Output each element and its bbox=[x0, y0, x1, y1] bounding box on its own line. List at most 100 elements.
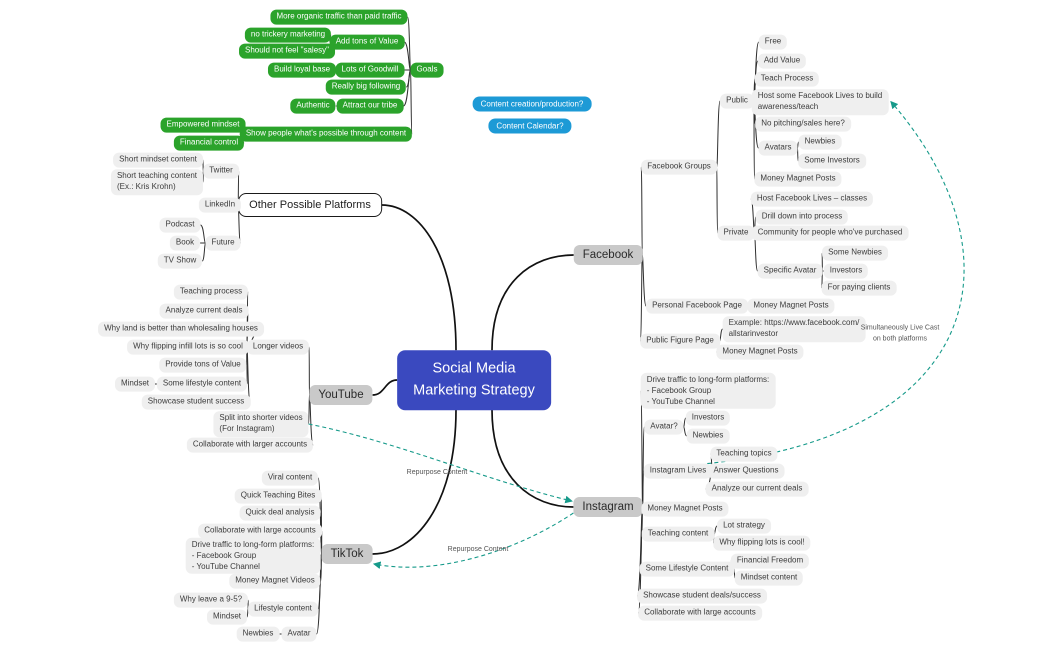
node-money-videos[interactable]: Money Magnet Videos bbox=[229, 573, 321, 589]
node-fb-host-classes[interactable]: Host Facebook Lives – classes bbox=[750, 191, 874, 207]
node-center[interactable]: Social Media Marketing Strategy bbox=[397, 350, 551, 410]
node-why-leave[interactable]: Why leave a 9-5? bbox=[173, 592, 249, 608]
node-youtube[interactable]: YouTube bbox=[309, 385, 373, 405]
annotation-repurpose-2: Repurpose Content bbox=[447, 545, 509, 553]
node-tv-show[interactable]: TV Show bbox=[157, 253, 203, 269]
node-quick-bites[interactable]: Quick Teaching Bites bbox=[234, 488, 322, 504]
node-goals[interactable]: Goals bbox=[410, 62, 444, 78]
node-ig-newbies[interactable]: Newbies bbox=[686, 428, 730, 444]
node-empowered[interactable]: Empowered mindset bbox=[160, 117, 246, 133]
node-ig-avatar[interactable]: Avatar? bbox=[644, 419, 684, 435]
node-fb-some-newbies[interactable]: Some Newbies bbox=[822, 245, 888, 261]
node-collab-large-tt[interactable]: Collaborate with large accounts bbox=[198, 523, 322, 539]
annotation-simul-live: Simultaneously Live Cast on both platfor… bbox=[860, 324, 940, 343]
node-book[interactable]: Book bbox=[169, 235, 201, 251]
node-attract-tribe[interactable]: Attract our tribe bbox=[336, 98, 404, 114]
node-drive-traffic-ig[interactable]: Drive traffic to long-form platforms: - … bbox=[640, 372, 776, 410]
node-teaching-process[interactable]: Teaching process bbox=[173, 284, 249, 300]
node-lifestyle-tt[interactable]: Lifestyle content bbox=[248, 601, 318, 617]
node-collab-larger[interactable]: Collaborate with larger accounts bbox=[186, 437, 314, 453]
node-ig-why-lots[interactable]: Why flipping lots is cool! bbox=[713, 535, 811, 551]
node-add-tons-value[interactable]: Add tons of Value bbox=[329, 34, 405, 50]
node-fb-example[interactable]: Example: https://www.facebook.com/ allst… bbox=[722, 316, 866, 342]
node-fb-avatars[interactable]: Avatars bbox=[758, 140, 798, 156]
node-mindset-tt[interactable]: Mindset bbox=[206, 609, 248, 625]
node-linkedin[interactable]: LinkedIn bbox=[198, 197, 242, 213]
node-ig-collab[interactable]: Collaborate with large accounts bbox=[638, 605, 762, 621]
node-provide-value[interactable]: Provide tons of Value bbox=[159, 357, 247, 373]
node-fb-community[interactable]: Community for people who've purchased bbox=[751, 225, 909, 241]
node-fb-some-investors[interactable]: Some Investors bbox=[798, 153, 866, 169]
node-fb-groups[interactable]: Facebook Groups bbox=[641, 159, 717, 175]
node-more-organic[interactable]: More organic traffic than paid traffic bbox=[270, 9, 408, 25]
node-ig-lot-strategy[interactable]: Lot strategy bbox=[717, 518, 771, 534]
node-fb-figure[interactable]: Public Figure Page bbox=[640, 333, 720, 349]
node-ig-lives[interactable]: Instagram Lives bbox=[643, 463, 713, 479]
connector-ig-teaching-ig-lot-strategy bbox=[713, 525, 718, 535]
node-ig-mindset[interactable]: Mindset content bbox=[734, 570, 804, 586]
node-fb-no-pitch[interactable]: No pitching/sales here? bbox=[755, 116, 851, 132]
node-fb-private[interactable]: Private bbox=[717, 225, 755, 241]
connector-goals-attract-tribe bbox=[402, 69, 412, 107]
node-why-infill[interactable]: Why flipping infill lots is so cool bbox=[127, 339, 249, 355]
node-ig-lifestyle[interactable]: Some Lifestyle Content bbox=[639, 561, 735, 577]
node-fb-free[interactable]: Free bbox=[758, 34, 788, 50]
node-fb-investors[interactable]: Investors bbox=[823, 263, 869, 279]
node-fb-money-pub[interactable]: Money Magnet Posts bbox=[754, 171, 842, 187]
node-split-shorter[interactable]: Split into shorter videos (For Instagram… bbox=[213, 411, 309, 437]
node-big-following[interactable]: Really big following bbox=[325, 79, 407, 95]
connector-fb-groups-fb-private bbox=[716, 166, 719, 234]
node-longer-videos[interactable]: Longer videos bbox=[246, 339, 310, 355]
node-facebook[interactable]: Facebook bbox=[573, 245, 643, 265]
node-short-teaching[interactable]: Short teaching content (Ex.: Kris Krohn) bbox=[110, 169, 204, 195]
node-avatar-tt[interactable]: Avatar bbox=[281, 626, 317, 642]
node-ig-investors[interactable]: Investors bbox=[685, 410, 731, 426]
node-fb-money-figure[interactable]: Money Magnet Posts bbox=[716, 344, 804, 360]
node-fb-paying[interactable]: For paying clients bbox=[821, 280, 897, 296]
node-content-calendar[interactable]: Content Calendar? bbox=[488, 118, 572, 134]
node-drive-traffic-tt[interactable]: Drive traffic to long-form platforms: - … bbox=[185, 537, 321, 575]
node-ig-money[interactable]: Money Magnet Posts bbox=[641, 501, 729, 517]
node-fb-host-lives[interactable]: Host some Facebook Lives to build awaren… bbox=[751, 89, 889, 115]
node-not-salesy[interactable]: Should not feel "salesy" bbox=[239, 43, 335, 59]
connector-facebook-fb-groups bbox=[640, 166, 643, 256]
node-quick-deal[interactable]: Quick deal analysis bbox=[239, 505, 321, 521]
node-authentic[interactable]: Authentic bbox=[290, 98, 336, 114]
node-fb-add-value[interactable]: Add Value bbox=[757, 53, 807, 69]
node-fb-public[interactable]: Public bbox=[720, 93, 754, 109]
node-future[interactable]: Future bbox=[205, 235, 241, 251]
node-fb-money-personal[interactable]: Money Magnet Posts bbox=[747, 298, 835, 314]
node-fb-teach[interactable]: Teach Process bbox=[754, 71, 820, 87]
node-ig-analyze[interactable]: Analyze our current deals bbox=[705, 481, 809, 497]
node-fb-drill[interactable]: Drill down into process bbox=[755, 209, 849, 225]
node-ig-showcase[interactable]: Showcase student deals/success bbox=[637, 588, 767, 604]
node-showcase-success[interactable]: Showcase student success bbox=[141, 394, 251, 410]
node-content-creation[interactable]: Content creation/production? bbox=[472, 96, 592, 112]
node-fb-specific-avatar[interactable]: Specific Avatar bbox=[757, 263, 823, 279]
node-twitter[interactable]: Twitter bbox=[203, 163, 239, 179]
node-viral[interactable]: Viral content bbox=[261, 470, 319, 486]
node-ig-fin-freedom[interactable]: Financial Freedom bbox=[730, 553, 810, 569]
node-short-mindset[interactable]: Short mindset content bbox=[113, 152, 203, 168]
node-fb-newbies[interactable]: Newbies bbox=[798, 134, 842, 150]
node-lots-goodwill[interactable]: Lots of Goodwill bbox=[335, 62, 405, 78]
node-tiktok[interactable]: TikTok bbox=[321, 544, 373, 564]
node-ig-teaching[interactable]: Teaching content bbox=[641, 526, 715, 542]
node-mindset-yt[interactable]: Mindset bbox=[114, 376, 156, 392]
node-no-trickery[interactable]: no trickery marketing bbox=[244, 27, 332, 43]
node-ig-answers[interactable]: Answer Questions bbox=[707, 463, 785, 479]
connector-center-other-platforms bbox=[381, 204, 457, 351]
node-financial-control[interactable]: Financial control bbox=[173, 135, 245, 151]
node-why-land[interactable]: Why land is better than wholesaling hous… bbox=[98, 321, 264, 337]
node-analyze-deals[interactable]: Analyze current deals bbox=[159, 303, 249, 319]
connector-tiktok-avatar-tt bbox=[316, 553, 323, 635]
node-other-platforms[interactable]: Other Possible Platforms bbox=[238, 193, 382, 217]
node-fb-personal[interactable]: Personal Facebook Page bbox=[646, 298, 748, 314]
node-lifestyle-yt[interactable]: Some lifestyle content bbox=[156, 376, 248, 392]
node-ig-topics[interactable]: Teaching topics bbox=[710, 446, 778, 462]
node-show-people[interactable]: Show people what's possible through cont… bbox=[239, 126, 413, 142]
node-podcast[interactable]: Podcast bbox=[159, 217, 201, 233]
node-newbies-tt[interactable]: Newbies bbox=[236, 626, 280, 642]
node-build-loyal[interactable]: Build loyal base bbox=[267, 62, 337, 78]
node-instagram[interactable]: Instagram bbox=[573, 497, 643, 517]
